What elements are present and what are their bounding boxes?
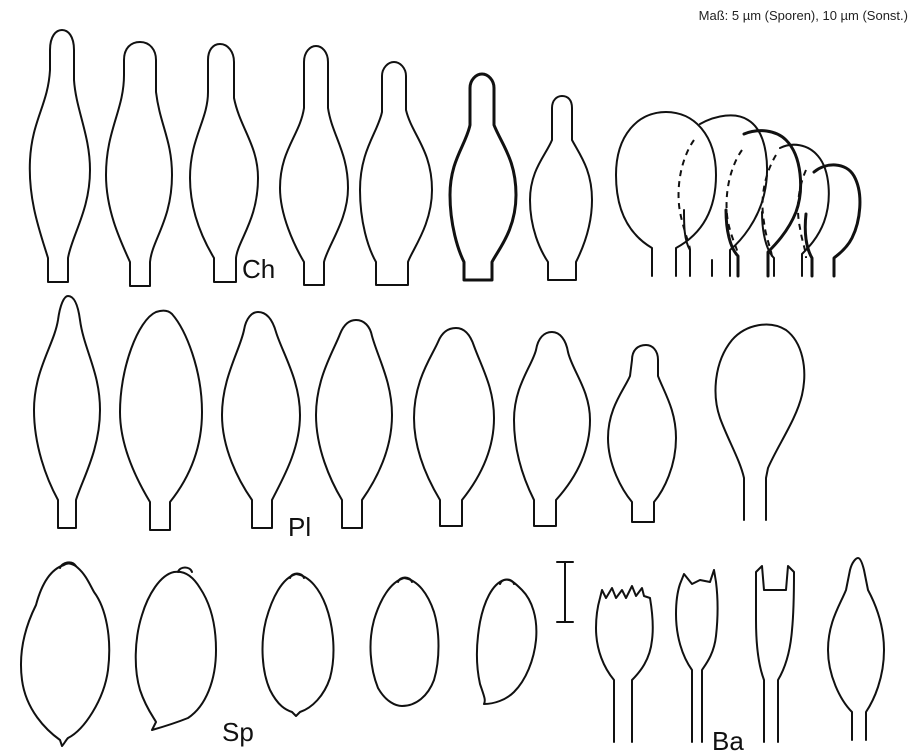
- cheilocystidium-3: [190, 44, 258, 282]
- clavate-cell-5: [805, 165, 860, 276]
- pleurocystidium-4: [316, 320, 392, 528]
- clavate-cell-2: [684, 115, 767, 276]
- spore-5: [477, 580, 536, 704]
- basidium-2: [676, 570, 718, 742]
- cheilocystidium-6: [450, 74, 516, 280]
- clavate-overlap-1: [679, 140, 694, 250]
- spore-4-apical-pore: [398, 578, 412, 583]
- clavate-overlap-3: [763, 155, 777, 258]
- pleurocystidia-row: [34, 296, 804, 530]
- basidia-row: [596, 558, 884, 742]
- pleurocystidium-3: [222, 312, 300, 528]
- pleurocystidium-1: [34, 296, 100, 528]
- pleurocystidium-8-clavate: [716, 325, 805, 520]
- pleurocystidium-2: [120, 311, 202, 530]
- pleurocystidium-6: [514, 332, 590, 526]
- spore-3-apical-pore: [290, 574, 304, 579]
- spore-1: [21, 564, 109, 746]
- cheilocystidium-7: [530, 96, 592, 280]
- basidium-1: [596, 586, 653, 742]
- cheilocystidium-5: [360, 62, 432, 285]
- cheilocystidium-1: [30, 30, 90, 282]
- scale-bar: [557, 562, 573, 622]
- basidium-4-young: [828, 558, 884, 740]
- clavate-cell-1: [616, 112, 716, 276]
- cheilocystidium-4: [280, 46, 348, 285]
- spore-2: [136, 572, 216, 730]
- pleurocystidium-5: [414, 328, 494, 526]
- cheilocystidia-row: [30, 30, 860, 286]
- clavate-cell-3: [726, 131, 801, 276]
- spore-3: [263, 574, 334, 716]
- spore-5-apical-pore: [500, 580, 514, 585]
- spore-4: [371, 578, 439, 706]
- pleurocystidium-7: [608, 345, 676, 522]
- basidium-3: [756, 566, 794, 742]
- cheilocystidium-2: [106, 42, 172, 286]
- spores-row: [21, 562, 573, 746]
